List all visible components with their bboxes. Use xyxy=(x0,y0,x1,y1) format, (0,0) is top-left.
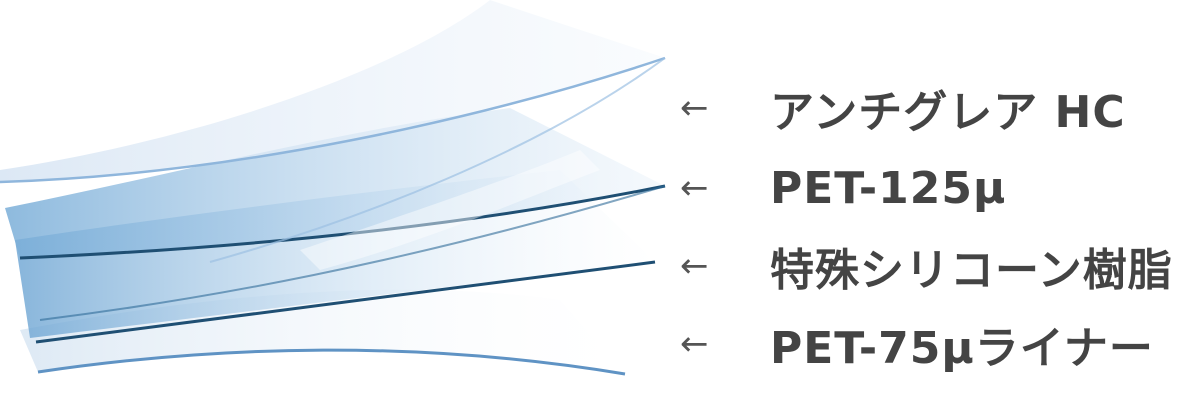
label-row-pet-125: ← PET-125μ xyxy=(680,158,1006,218)
layer-pet-75-liner-edge xyxy=(37,348,626,376)
label-silicone-resin: 特殊シリコーン樹脂 xyxy=(770,245,1173,296)
left-arrow-icon: ← xyxy=(680,88,709,128)
label-pet-125: PET-125μ xyxy=(770,162,1007,214)
layer-pet-125-edge xyxy=(19,184,666,260)
left-arrow-icon: ← xyxy=(680,324,709,364)
layer-silicone-edge xyxy=(35,260,656,344)
layer-pet-125 xyxy=(5,108,665,258)
label-antiglare-hc: アンチグレア HC xyxy=(770,87,1126,138)
label-row-antiglare: ← アンチグレア HC xyxy=(680,78,1126,138)
label-row-silicone: ← 特殊シリコーン樹脂 xyxy=(680,236,1173,296)
layer-antiglare-hc xyxy=(0,0,665,182)
label-pet-75-liner: PET-75μライナー xyxy=(770,323,1154,374)
left-arrow-icon: ← xyxy=(680,168,709,208)
layer-antiglare-hc-edge xyxy=(0,56,666,184)
label-row-pet-75-liner: ← PET-75μライナー xyxy=(680,314,1154,374)
left-arrow-icon: ← xyxy=(680,246,709,286)
